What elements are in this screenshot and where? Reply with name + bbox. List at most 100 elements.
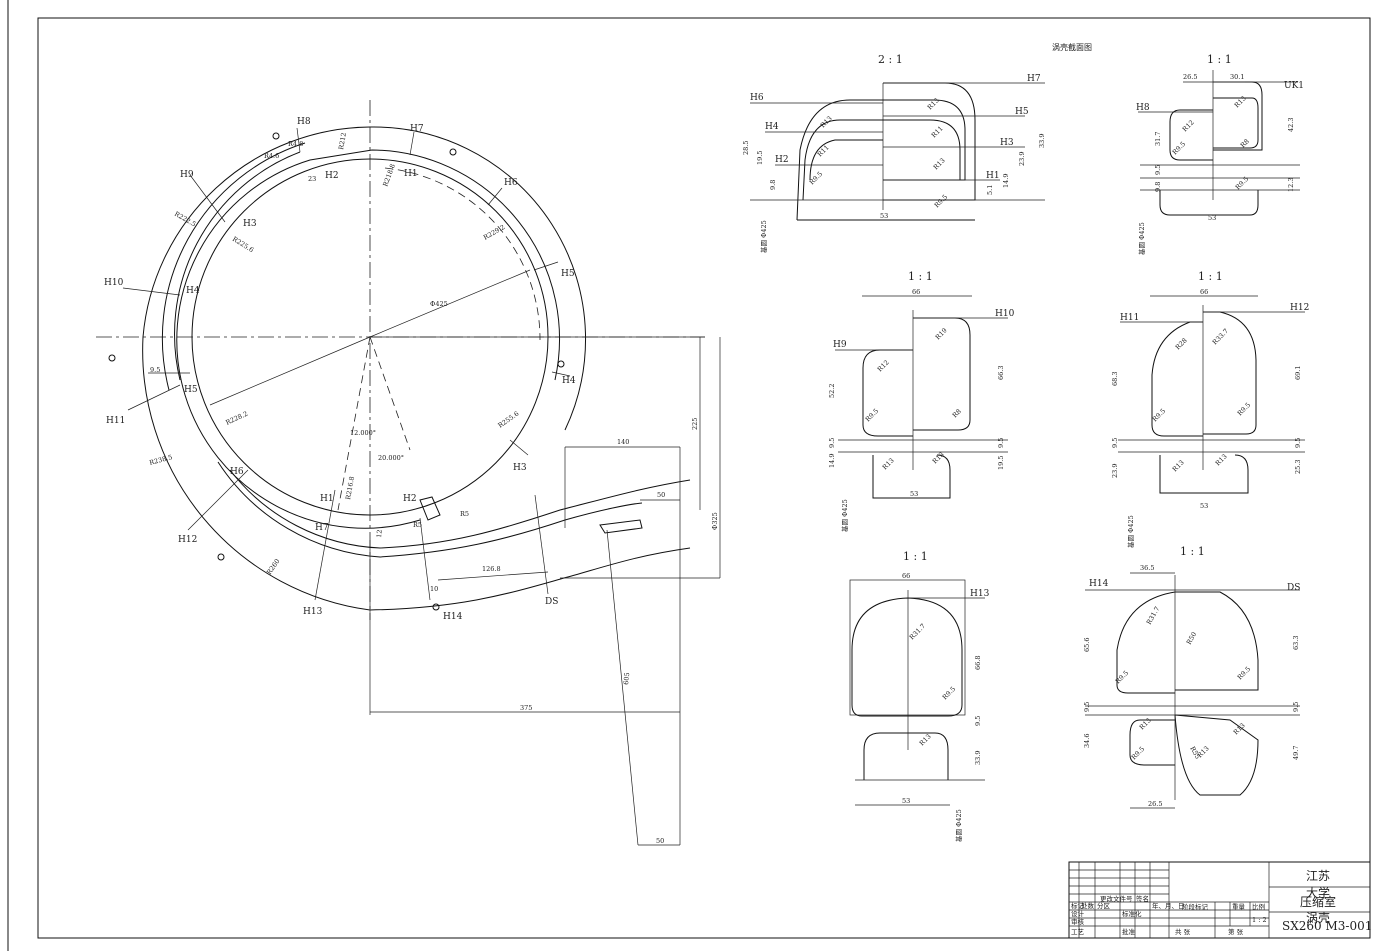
label-h1-low: H1 (320, 494, 334, 504)
dim-r216: R216.8 (344, 476, 356, 501)
dim: 9.5 (828, 438, 836, 448)
base-circle-note: 基圆 Φ425 (1126, 515, 1135, 548)
dim: 26.5 (1148, 800, 1162, 808)
section-line-h9 (189, 174, 226, 223)
dim: 12.3 (1287, 178, 1295, 192)
dim: 9.5 (974, 716, 982, 726)
label-h2-low: H2 (403, 494, 417, 504)
spiral-inner-exit (229, 469, 691, 549)
dim: 53 (880, 212, 888, 220)
dim: R13 (819, 114, 834, 129)
label-h8: H8 (297, 117, 311, 127)
label-h2-inner: H2 (325, 171, 339, 181)
dim: R13 (1233, 94, 1248, 109)
dim-140: 140 (617, 438, 629, 446)
marker-circle (557, 360, 565, 368)
section-line-ds (534, 494, 549, 595)
dim: R50 (1185, 631, 1199, 646)
dim-r218: R218.8 (381, 163, 397, 188)
dim: 53 (910, 490, 918, 498)
marker-circle (272, 132, 280, 140)
dim-r255: R255.6 (497, 410, 521, 430)
title-block-frame (1068, 861, 1371, 939)
profile-bottom (1159, 454, 1249, 494)
dim: 5.1 (986, 185, 994, 195)
label-h13: H13 (970, 589, 990, 599)
label-h1-inner: H1 (404, 169, 418, 179)
dim: R13 (1232, 721, 1247, 736)
dim-r4-8: R4.8 (288, 140, 303, 148)
profile-bottom (872, 454, 951, 499)
dim: R9.5 (1114, 669, 1130, 685)
profile-right (1175, 591, 1259, 691)
label-h6: H6 (750, 93, 764, 103)
profile-left (1151, 321, 1203, 437)
section-line-h12 (187, 469, 249, 531)
base-circle-note: 基圆 Φ425 (840, 499, 849, 532)
label-h6-inner: H6 (230, 467, 244, 477)
volute-inner-wall (176, 149, 560, 529)
dim: 52.2 (828, 384, 836, 398)
base-circle-note: 基圆 Φ425 (954, 809, 963, 842)
profile-lower (863, 732, 949, 780)
hidden-arc (384, 167, 541, 341)
base-circle-note: 基圆 Φ425 (759, 220, 768, 253)
dim-23: 23 (308, 175, 316, 183)
diameter-leader-2 (209, 336, 371, 406)
label-ds: DS (545, 597, 558, 607)
label-h9: H9 (180, 170, 194, 180)
dim: R31.7 (1145, 605, 1162, 626)
dim: 25.3 (1294, 460, 1302, 474)
dim-126-8: 126.8 (482, 565, 501, 573)
dim: 28.5 (742, 141, 750, 155)
tb-stage: 阶段标记 (1182, 902, 1209, 911)
label-h5: H5 (561, 269, 575, 279)
dim: R9.5 (1236, 665, 1252, 681)
section-line-h10 (122, 287, 181, 296)
volute-tongue (419, 496, 441, 521)
dim-605: 605 (622, 672, 631, 685)
label-h7: H7 (410, 124, 424, 134)
base-circle-note: 基圆 Φ425 (1137, 222, 1146, 255)
dim-375: 375 (520, 704, 532, 712)
dim: R13 (1138, 716, 1153, 731)
dim: 42.3 (1287, 118, 1295, 132)
dim: R9.5 (941, 685, 957, 701)
dim: 14.9 (828, 454, 836, 468)
dim: 53 (1200, 502, 1208, 510)
profile-left (862, 349, 913, 437)
label-h6: H6 (504, 178, 518, 188)
dim: 9.5 (1154, 165, 1162, 175)
label-h3: H3 (1000, 138, 1014, 148)
dim: R13 (932, 156, 947, 171)
tb-label: 批准 (1122, 927, 1136, 936)
section-line-h4 (551, 371, 571, 377)
label-h2: H2 (775, 155, 789, 165)
label-h8: H8 (1136, 103, 1150, 113)
dim: R9.5 (1151, 407, 1167, 423)
profile-left (1169, 109, 1213, 161)
dim-r5-1: R5 (460, 510, 469, 518)
diameter-leader-1 (369, 269, 531, 338)
spiral-outer-left-top (142, 126, 371, 338)
profile-left-2 (802, 119, 883, 201)
dim: 33.9 (1038, 134, 1046, 148)
profile-left-1 (796, 99, 883, 221)
section-line-h11 (127, 384, 181, 411)
dim: 23.9 (1111, 464, 1119, 478)
dim-225: 225 (691, 418, 699, 430)
label-h4-inner: H4 (186, 286, 200, 296)
dim-12: 12 (375, 529, 384, 538)
sheet-title: 涡壳截面图 (1052, 42, 1092, 52)
marker-circle (217, 553, 225, 561)
tb-ratio: 比例 (1252, 902, 1265, 911)
tb-label: 分区 (1097, 901, 1111, 910)
label-h9: H9 (833, 340, 847, 350)
dim: R13 (1171, 458, 1186, 473)
section-view-6: 1 : 1 H14 DS 36.5 65.6 9.5 34.6 63.3 9.5… (1083, 545, 1300, 809)
dim-9-5: 9.5 (150, 366, 160, 374)
profile-upper (851, 597, 963, 717)
spiral-inner-exit-2 (217, 461, 643, 558)
dim: 9.5 (1111, 438, 1119, 448)
